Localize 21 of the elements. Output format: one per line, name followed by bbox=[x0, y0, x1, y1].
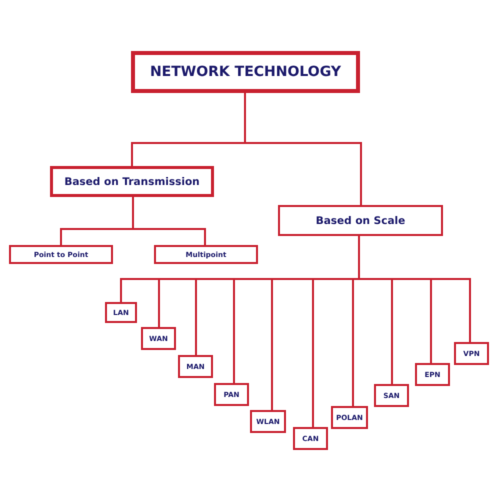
category-box bbox=[250, 410, 286, 433]
connector-line bbox=[132, 197, 206, 245]
node-label: NETWORK TECHNOLOGY bbox=[150, 64, 342, 80]
node-label: Based on Transmission bbox=[64, 176, 200, 188]
connector-line bbox=[358, 236, 471, 342]
category-box bbox=[50, 166, 214, 197]
category-box bbox=[278, 205, 443, 236]
category-box bbox=[415, 363, 450, 386]
category-box bbox=[374, 384, 409, 407]
title-box bbox=[131, 51, 360, 93]
category-box bbox=[454, 342, 489, 365]
category-box bbox=[214, 383, 249, 406]
category-box bbox=[178, 355, 213, 378]
category-box bbox=[9, 245, 113, 264]
connector-line bbox=[244, 93, 362, 205]
category-box bbox=[293, 427, 328, 450]
category-box bbox=[154, 245, 258, 264]
category-box bbox=[105, 302, 137, 323]
category-box bbox=[141, 327, 176, 350]
node-label: Based on Scale bbox=[316, 214, 406, 226]
category-box bbox=[331, 406, 368, 429]
